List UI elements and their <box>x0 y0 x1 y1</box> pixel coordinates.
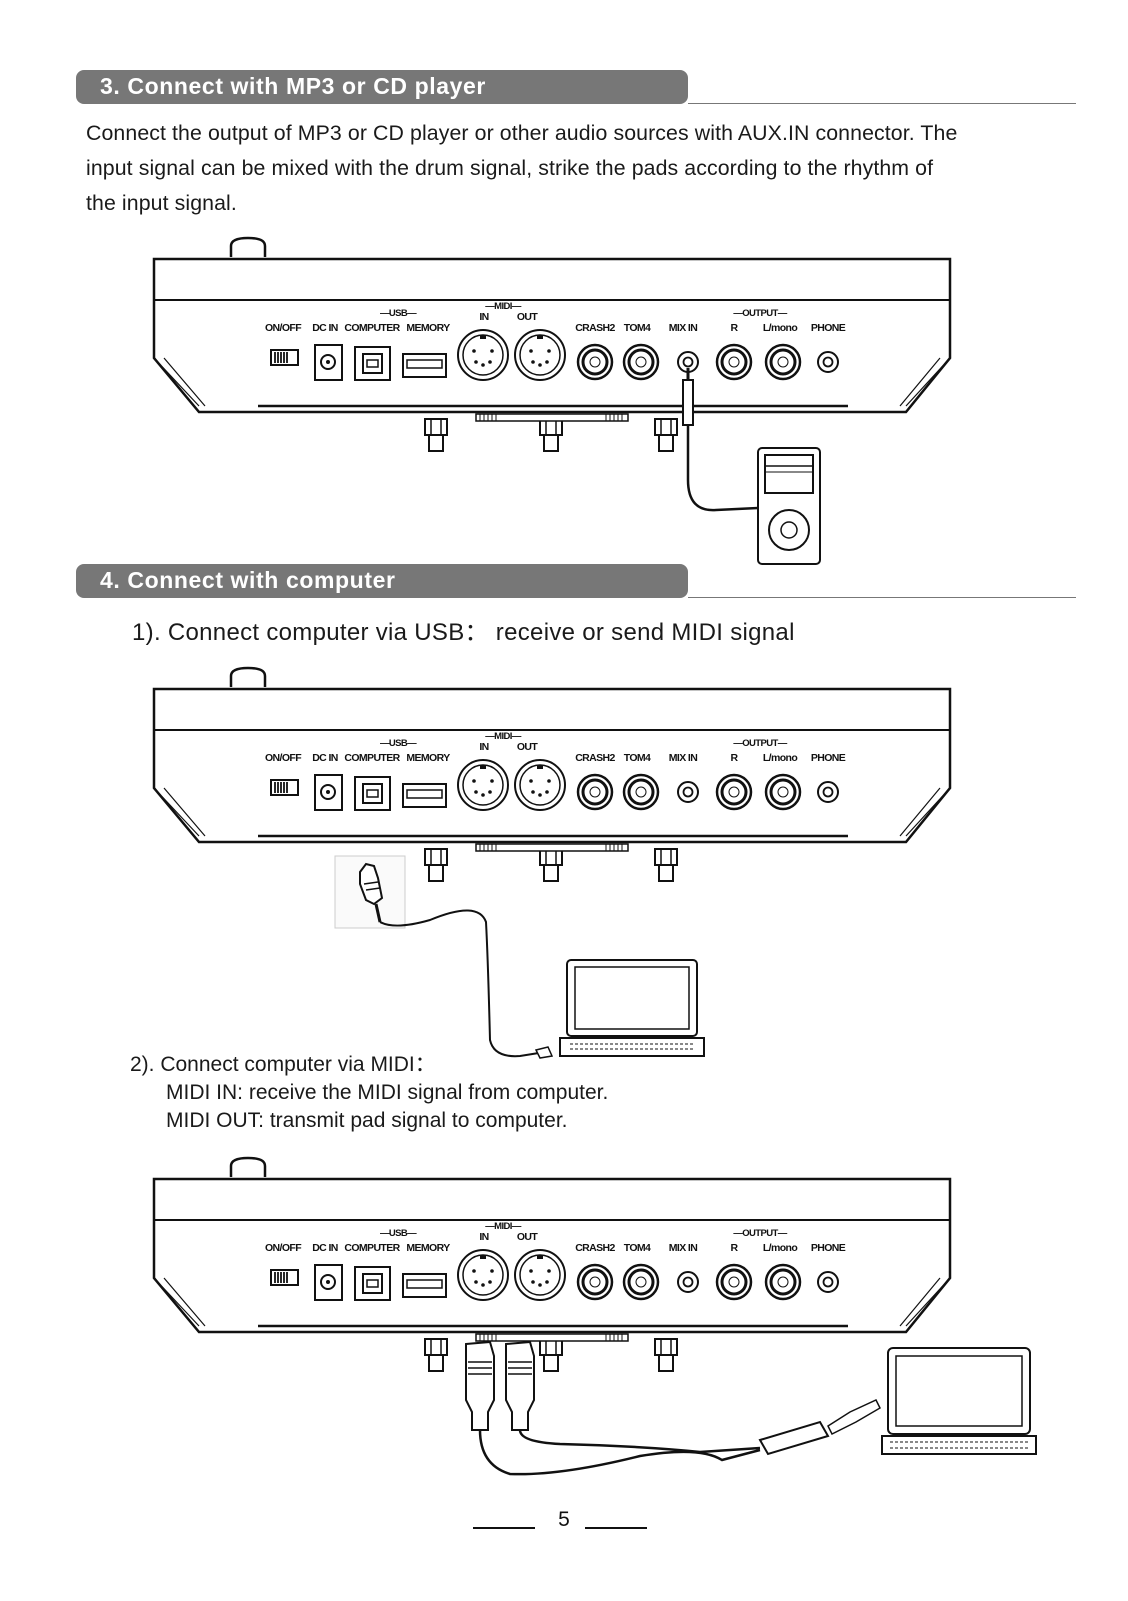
volume-knob <box>229 236 267 257</box>
drum-module-rear-panel: —USB— —MIDI— —OUTPUT— ON/OFF DC IN COMPUTER ME… <box>152 236 952 452</box>
dc-in-label: DC IN <box>312 1242 338 1254</box>
midi-out-label: OUT <box>517 1231 539 1243</box>
usb-group-label: —USB— <box>380 308 417 319</box>
diagram-mp3-connection: —USB— —MIDI— —OUTPUT— ON/OFF DC IN COMPUTER ME… <box>152 236 952 565</box>
volume-knob <box>229 666 267 687</box>
output-r-label: R <box>731 322 739 334</box>
memory-usb-label: MEMORY <box>406 1242 450 1254</box>
volume-knob <box>229 1156 267 1177</box>
page-number-rule-left <box>473 1527 535 1529</box>
section-3-body-line-3: the input signal. <box>86 191 237 215</box>
section-4-rule <box>688 597 1076 598</box>
midi-group-label: —MIDI— <box>485 731 522 742</box>
drum-module-rear-panel: —USB— —MIDI— —OUTPUT— ON/OFF DC IN COMPUTER ME… <box>152 666 952 882</box>
usb-cable <box>379 909 546 1058</box>
page-number-rule-right <box>585 1527 647 1529</box>
crash2-label: CRASH2 <box>575 752 615 764</box>
bottom-rail <box>475 843 629 852</box>
output-group-label: —OUTPUT— <box>733 738 787 749</box>
on-off-label: ON/OFF <box>265 752 302 764</box>
phone-label: PHONE <box>811 752 846 764</box>
section-3-header-bar <box>76 70 688 104</box>
output-group-label: —OUTPUT— <box>733 308 787 319</box>
crash2-label: CRASH2 <box>575 1242 615 1254</box>
usb-plug-illustration <box>334 855 406 929</box>
on-off-label: ON/OFF <box>265 1242 302 1254</box>
dc-in-jack <box>314 1264 343 1301</box>
midi-cable-2 <box>518 1429 761 1454</box>
computer-usb-label: COMPUTER <box>344 322 400 334</box>
output-group-label: —OUTPUT— <box>733 1228 787 1239</box>
phone-label: PHONE <box>811 322 846 334</box>
memory-usb-label: MEMORY <box>406 322 450 334</box>
tom4-label: TOM4 <box>624 1242 651 1254</box>
midi-plugs-illustration <box>465 1340 535 1431</box>
bottom-rail <box>475 413 629 422</box>
diagram-midi-connection: —USB— —MIDI— —OUTPUT— ON/OFF DC IN COMPUTER ME… <box>152 1156 1037 1476</box>
diagram-usb-connection: —USB— —MIDI— —OUTPUT— ON/OFF DC IN COMPUTER ME… <box>152 666 952 1059</box>
aux-cable <box>682 368 759 512</box>
section-4-header-bar <box>76 564 688 598</box>
dc-in-label: DC IN <box>312 752 338 764</box>
section-3-body: Connect the output of MP3 or CD player o… <box>86 116 957 221</box>
mix-in-label: MIX IN <box>669 322 698 334</box>
phone-label: PHONE <box>811 1242 846 1254</box>
midi-out-label: OUT <box>517 311 539 323</box>
mix-in-label: MIX IN <box>669 752 698 764</box>
section-3-body-line-2: input signal can be mixed with the drum … <box>86 156 934 180</box>
section-3-title: 3. Connect with MP3 or CD player <box>100 73 486 99</box>
usb-step-label: 1). Connect computer via USB： receive or… <box>132 619 795 646</box>
laptop-illustration <box>881 1347 1037 1455</box>
tom4-label: TOM4 <box>624 322 651 334</box>
section-3-rule <box>688 103 1076 104</box>
section-4-title: 4. Connect with computer <box>100 567 396 593</box>
computer-usb-label: COMPUTER <box>344 752 400 764</box>
midi-out-label: OUT <box>517 741 539 753</box>
midi-out-description: MIDI OUT: transmit pad signal to compute… <box>166 1109 568 1132</box>
section-3-body-line-1: Connect the output of MP3 or CD player o… <box>86 121 958 145</box>
memory-usb-label: MEMORY <box>406 752 450 764</box>
crash2-label: CRASH2 <box>575 322 615 334</box>
midi-cable-1 <box>478 1429 761 1476</box>
mp3-player-illustration <box>757 447 821 565</box>
midi-step-label: 2). Connect computer via MIDI： <box>130 1053 436 1076</box>
tom4-label: TOM4 <box>624 752 651 764</box>
output-r-label: R <box>731 752 739 764</box>
midi-in-label: IN <box>479 311 488 323</box>
page-number: 5 <box>558 1508 570 1531</box>
output-l-mono-label: L/mono <box>763 752 797 764</box>
usb-group-label: —USB— <box>380 1228 417 1239</box>
bottom-rail <box>475 1333 629 1342</box>
output-l-mono-label: L/mono <box>763 322 797 334</box>
drum-module-rear-panel: —USB— —MIDI— —OUTPUT— ON/OFF DC IN COMPUTER ME… <box>152 1156 952 1372</box>
midi-in-description: MIDI IN: receive the MIDI signal from co… <box>166 1081 609 1104</box>
midi-in-label: IN <box>479 1231 488 1243</box>
output-l-mono-label: L/mono <box>763 1242 797 1254</box>
usb-group-label: —USB— <box>380 738 417 749</box>
midi-in-label: IN <box>479 741 488 753</box>
output-r-label: R <box>731 1242 739 1254</box>
mix-in-label: MIX IN <box>669 1242 698 1254</box>
usb-midi-interface-illustration <box>758 1399 881 1456</box>
dc-in-label: DC IN <box>312 322 338 334</box>
midi-group-label: —MIDI— <box>485 301 522 312</box>
on-off-label: ON/OFF <box>265 322 302 334</box>
midi-group-label: —MIDI— <box>485 1221 522 1232</box>
laptop-illustration <box>534 959 705 1059</box>
computer-usb-label: COMPUTER <box>344 1242 400 1254</box>
